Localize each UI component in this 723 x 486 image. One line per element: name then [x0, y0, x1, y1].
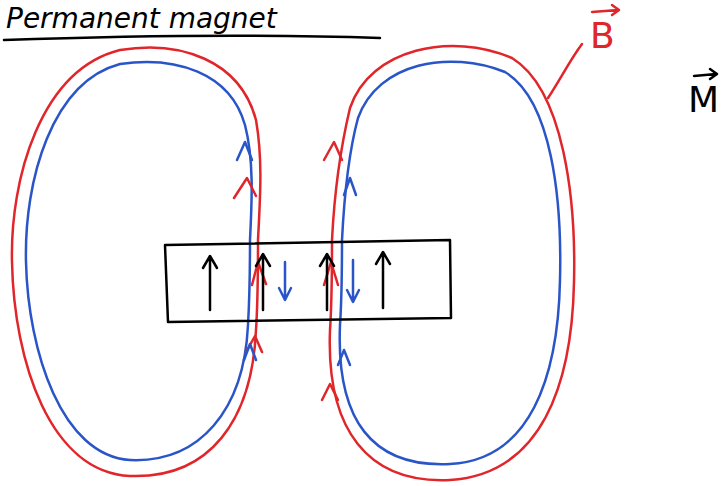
- b-field-loop: [12, 48, 260, 477]
- m-arrow: [376, 252, 390, 308]
- h-arrowhead: [344, 178, 356, 195]
- b-field-loop: [330, 46, 574, 480]
- m-arrow: [203, 256, 217, 310]
- b-leader-line: [548, 44, 582, 98]
- m-arrow: [256, 254, 270, 310]
- b-arrowhead: [324, 142, 342, 160]
- h-inside-arrow: [279, 262, 291, 300]
- title-underline: [4, 36, 380, 40]
- vector-arrow: [694, 69, 717, 79]
- h-arrowhead: [237, 142, 252, 160]
- h-field-loop: [26, 62, 252, 460]
- b-arrowhead: [234, 178, 256, 198]
- b-field-label: B: [590, 16, 615, 56]
- magnetization-label: M: [688, 80, 719, 120]
- title: Permanent magnet: [6, 4, 277, 35]
- b-arrowhead: [322, 384, 338, 400]
- h-inside-arrow: [347, 260, 359, 302]
- h-arrowhead: [244, 344, 256, 360]
- magnet-bar: [165, 240, 451, 322]
- h-arrowhead: [338, 350, 350, 365]
- vector-arrow: [592, 5, 619, 15]
- m-arrow: [320, 254, 334, 310]
